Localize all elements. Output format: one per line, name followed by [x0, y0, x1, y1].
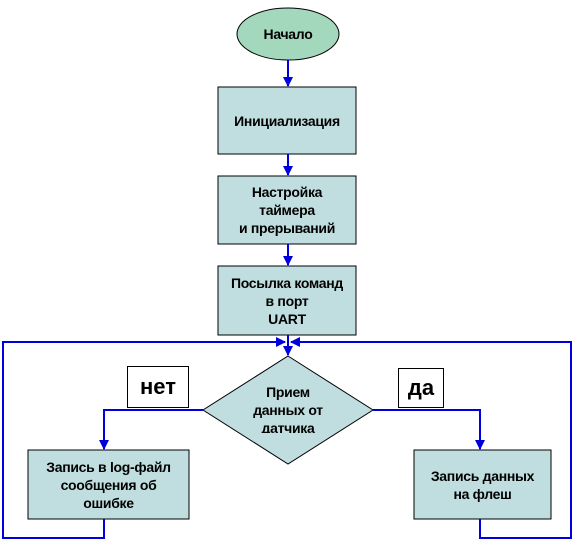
- loop-back-left: [2, 337, 286, 539]
- yes-branch-node: [413, 449, 552, 520]
- send-label: Посылка команд в порт UART: [230, 274, 344, 327]
- setup-label: Настройка таймера и прерываний: [238, 184, 336, 236]
- send-node: [217, 265, 357, 336]
- no-branch-label: Запись в log-файл сообщения об ошибке: [46, 458, 171, 511]
- no-tag: нет: [127, 366, 189, 408]
- yes-branch-label: Запись данных на флеш: [430, 467, 535, 502]
- decision-node: [202, 355, 374, 465]
- arrow-decision-yes: [373, 409, 485, 450]
- init-label: Инициализация: [234, 112, 340, 129]
- arrow-decision-no: [99, 409, 203, 450]
- loop-back-right: [290, 337, 572, 539]
- start-label: Начало: [263, 26, 313, 42]
- init-node: [217, 86, 357, 155]
- no-branch-node: [27, 449, 190, 520]
- yes-tag: да: [398, 368, 444, 408]
- decision-label: Прием данных от датчика: [253, 384, 323, 433]
- setup-node: [217, 175, 357, 245]
- connectors: [2, 60, 572, 539]
